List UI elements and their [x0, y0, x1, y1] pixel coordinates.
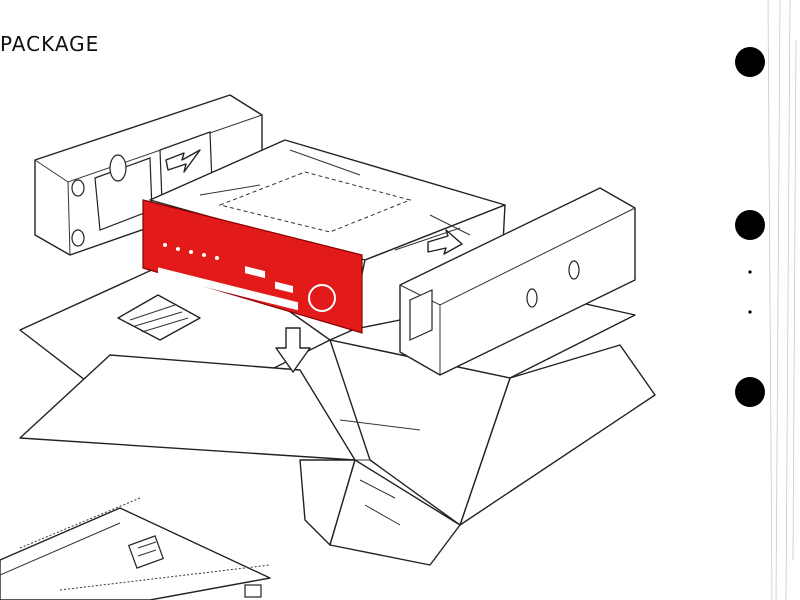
- arrow-left-to-right: [165, 149, 201, 173]
- front-panel-button-left: [245, 266, 265, 279]
- arrow-right-to-left: [427, 229, 463, 255]
- sealed-carton-box: [0, 497, 271, 600]
- arrow-down: [275, 327, 311, 373]
- front-panel-knob: [308, 284, 336, 312]
- binding-hole: [735, 47, 765, 77]
- carton-front-left-flap: [19, 354, 356, 461]
- carton-front-wall-right: [329, 459, 461, 566]
- binding-hole: [735, 377, 765, 407]
- insertion-arrows: [165, 149, 463, 373]
- paper-edge-texture: [767, 0, 797, 600]
- front-panel-display-slot: [158, 267, 298, 311]
- front-panel-face: [142, 199, 363, 334]
- page-title: PACKAGE: [0, 32, 100, 56]
- front-panel-indicator-row: [163, 243, 219, 260]
- right-foam-end-cap: [399, 187, 636, 376]
- carton-label: [117, 294, 201, 341]
- front-panel-button-right: [275, 281, 293, 294]
- front-panel: [142, 199, 363, 334]
- binding-holes: [735, 47, 765, 407]
- binding-hole: [735, 210, 765, 240]
